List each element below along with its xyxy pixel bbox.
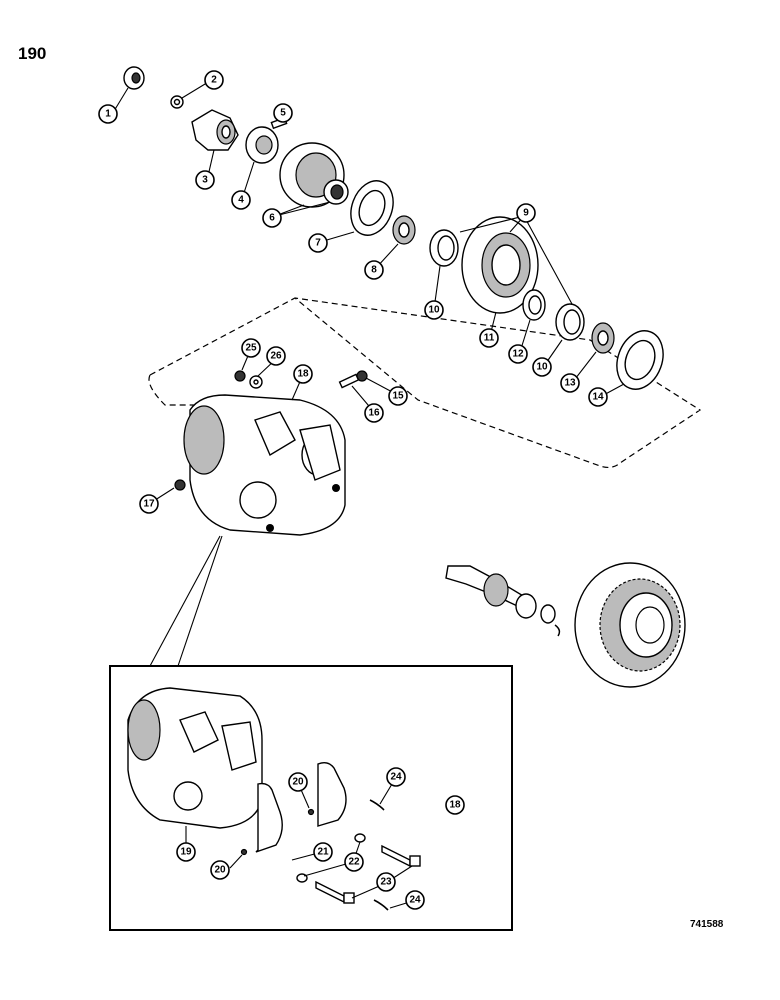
- part-11-carrier-icon: [461, 216, 539, 314]
- part-8-bearing-cone-icon: [392, 215, 416, 245]
- part-21-bearing-cap-icon: [255, 761, 347, 853]
- part-18-differential-case-icon: [183, 394, 346, 536]
- part-23-bolt-icon: [315, 844, 421, 904]
- callout-18-a: 18: [293, 364, 313, 384]
- part-19-differential-case-icon: [127, 687, 263, 829]
- svg-text:6: 6: [269, 213, 275, 224]
- page-number: 190: [18, 44, 47, 63]
- callout-2: 2: [204, 70, 224, 90]
- svg-text:11: 11: [484, 333, 495, 344]
- svg-text:24: 24: [409, 895, 421, 906]
- svg-text:7: 7: [315, 238, 321, 249]
- svg-text:20: 20: [292, 777, 304, 788]
- pinion-shaft-icon: [445, 565, 561, 637]
- part-7-shim-icon: [350, 180, 394, 236]
- part-1-nut-icon: [123, 66, 145, 90]
- part-20-pin-icon: [240, 808, 315, 856]
- callout-5: 5: [273, 103, 293, 123]
- callout-26: 26: [266, 346, 286, 366]
- svg-text:5: 5: [280, 108, 286, 119]
- part-25-nut-icon: [234, 370, 246, 382]
- svg-text:13: 13: [564, 378, 576, 389]
- svg-text:26: 26: [270, 351, 282, 362]
- part-12-bearing-cup-icon: [522, 289, 546, 321]
- callout-3: 3: [195, 170, 215, 190]
- dashed-group-outline: [149, 297, 702, 469]
- svg-text:18: 18: [449, 800, 461, 811]
- svg-text:14: 14: [592, 392, 604, 403]
- svg-text:10: 10: [536, 362, 548, 373]
- part-26-washer-icon: [249, 375, 263, 389]
- callout-24-a: 24: [386, 767, 406, 787]
- callout-17: 17: [139, 494, 159, 514]
- callout-23: 23: [376, 872, 396, 892]
- svg-text:15: 15: [392, 391, 404, 402]
- svg-text:25: 25: [245, 343, 257, 354]
- part-17-nut-icon: [174, 479, 186, 491]
- svg-text:2: 2: [211, 75, 217, 86]
- callout-11: 11: [479, 328, 499, 348]
- part-10-bearing-cup-icon: [429, 229, 459, 267]
- part-4-seal-icon: [245, 126, 279, 164]
- callout-19: 19: [176, 842, 196, 862]
- callout-25: 25: [241, 338, 261, 358]
- callout-8: 8: [364, 260, 384, 280]
- svg-text:17: 17: [143, 499, 155, 510]
- part-16-stud-icon: [338, 373, 360, 389]
- svg-text:12: 12: [512, 349, 524, 360]
- callout-7: 7: [308, 233, 328, 253]
- svg-text:21: 21: [317, 847, 329, 858]
- callout-20-b: 20: [210, 860, 230, 880]
- svg-text:22: 22: [348, 857, 360, 868]
- callout-15: 15: [388, 386, 408, 406]
- ring-gear-icon: [574, 562, 686, 688]
- callout-1: 1: [98, 104, 118, 124]
- svg-text:9: 9: [523, 208, 529, 219]
- svg-text:23: 23: [380, 877, 392, 888]
- svg-text:19: 19: [180, 847, 192, 858]
- part-10-bearing-cup-second-icon: [555, 303, 585, 341]
- drawing-code: 741588: [690, 919, 724, 930]
- callout-14: 14: [588, 387, 608, 407]
- svg-text:8: 8: [371, 265, 377, 276]
- svg-text:3: 3: [202, 175, 208, 186]
- callout-6: 6: [262, 208, 282, 228]
- callout-18-b: 18: [445, 795, 465, 815]
- part-13-bearing-cone-icon: [591, 322, 615, 354]
- svg-text:16: 16: [368, 408, 380, 419]
- callout-10-a: 10: [424, 300, 444, 320]
- svg-text:18: 18: [297, 369, 309, 380]
- callout-20-a: 20: [288, 772, 308, 792]
- svg-text:10: 10: [428, 305, 440, 316]
- callout-21: 21: [313, 842, 333, 862]
- callout-16: 16: [364, 403, 384, 423]
- part-2-washer-icon: [170, 95, 184, 109]
- callout-10-b: 10: [532, 357, 552, 377]
- callout-9: 9: [516, 203, 536, 223]
- svg-text:4: 4: [238, 195, 244, 206]
- callout-24-b: 24: [405, 890, 425, 910]
- part-3-yoke-icon: [191, 109, 239, 151]
- svg-text:20: 20: [214, 865, 226, 876]
- callout-13: 13: [560, 373, 580, 393]
- callout-12: 12: [508, 344, 528, 364]
- svg-text:1: 1: [105, 109, 111, 120]
- detail-inset-box: [109, 665, 513, 931]
- part-14-shim-icon: [616, 330, 664, 390]
- part-24-cotter-pin-icon: [369, 799, 389, 911]
- svg-text:24: 24: [390, 772, 402, 783]
- part-6-cover-icon: [279, 142, 349, 208]
- callout-4: 4: [231, 190, 251, 210]
- callout-22: 22: [344, 852, 364, 872]
